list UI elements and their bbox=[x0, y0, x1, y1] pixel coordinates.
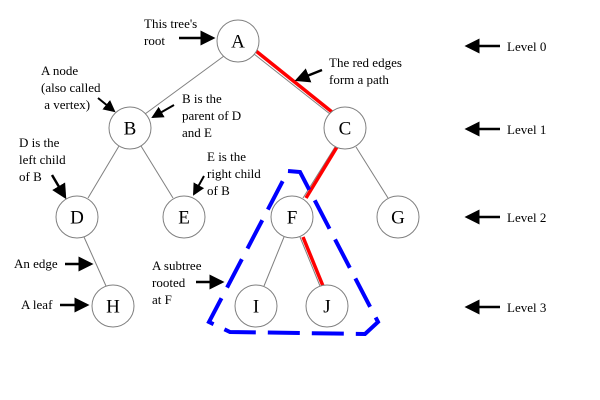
level-2-label: Level 2 bbox=[507, 210, 546, 225]
node-d-label: D bbox=[70, 208, 84, 229]
node-g: G bbox=[376, 195, 420, 239]
node-c-label: C bbox=[339, 119, 352, 140]
annotation-subtree-line3: at F bbox=[152, 292, 172, 307]
level-1-label: Level 1 bbox=[507, 122, 546, 137]
node-e: E bbox=[162, 195, 206, 239]
arrow-node bbox=[97, 97, 116, 113]
level-0-label: Level 0 bbox=[507, 39, 546, 54]
annotation-parent-line2: parent of D bbox=[182, 108, 241, 123]
edge-f-i bbox=[263, 236, 285, 287]
node-j: J bbox=[305, 284, 349, 328]
annotation-left-child-line3: of B bbox=[19, 169, 42, 184]
node-i-label: I bbox=[253, 297, 259, 318]
annotation-subtree-line2: rooted bbox=[152, 275, 186, 290]
edge-a-b bbox=[144, 55, 225, 115]
annotation-node-line1: A node bbox=[41, 63, 78, 78]
node-h: H bbox=[91, 284, 135, 328]
annotation-left-child-line2: left child bbox=[19, 152, 66, 167]
path-edge-c-f bbox=[304, 146, 339, 199]
node-a: A bbox=[216, 19, 260, 63]
edge-c-g bbox=[355, 146, 389, 199]
annotation-node-line2: (also called bbox=[41, 80, 101, 95]
annotation-parent-line3: and E bbox=[182, 125, 212, 140]
node-g-label: G bbox=[391, 208, 405, 229]
node-h-label: H bbox=[106, 297, 120, 318]
edge-b-d bbox=[87, 145, 120, 199]
annotation-node-line3: a vertex) bbox=[41, 97, 90, 112]
red-path bbox=[254, 49, 339, 287]
edge-b-e bbox=[140, 145, 174, 199]
node-j-label: J bbox=[323, 297, 330, 318]
annotation-edge: An edge bbox=[14, 256, 58, 271]
annotation-right-child-line3: of B bbox=[207, 183, 230, 198]
annotation-right-child-line2: right child bbox=[207, 166, 261, 181]
node-b: B bbox=[108, 106, 152, 150]
node-d: D bbox=[55, 195, 99, 239]
arrow-right-child bbox=[193, 175, 205, 196]
node-e-label: E bbox=[178, 208, 190, 229]
annotation-root-line1: This tree's bbox=[144, 16, 197, 31]
annotation-right-child-line1: E is the bbox=[207, 149, 246, 164]
edge-a-c bbox=[253, 53, 331, 115]
annotation-parent-line1: B is the bbox=[182, 91, 222, 106]
annotation-subtree-line1: A subtree bbox=[152, 258, 202, 273]
node-f-label: F bbox=[287, 208, 298, 229]
annotation-leaf: A leaf bbox=[21, 297, 53, 312]
node-b-label: B bbox=[124, 119, 137, 140]
arrow-parent bbox=[151, 104, 175, 118]
node-a-label: A bbox=[231, 32, 245, 53]
annotation-left-child-line1: D is the bbox=[19, 135, 60, 150]
node-i: I bbox=[234, 284, 278, 328]
path-edge-a-c bbox=[254, 49, 334, 114]
level-3-label: Level 3 bbox=[507, 300, 546, 315]
node-f: F bbox=[270, 195, 314, 239]
arrow-red-path bbox=[294, 68, 323, 83]
path-edge-f-j bbox=[301, 236, 325, 287]
edge-f-j bbox=[299, 236, 321, 287]
edge-d-h bbox=[83, 236, 107, 287]
annotation-arrows bbox=[50, 30, 500, 315]
annotation-red-path-line2: form a path bbox=[329, 72, 389, 87]
edges bbox=[83, 53, 389, 287]
annotation-root-line2: root bbox=[144, 33, 165, 48]
subtree-outline bbox=[206, 168, 381, 337]
arrow-left-child bbox=[50, 174, 67, 200]
annotation-red-path-line1: The red edges bbox=[329, 55, 402, 70]
node-c: C bbox=[323, 106, 367, 150]
